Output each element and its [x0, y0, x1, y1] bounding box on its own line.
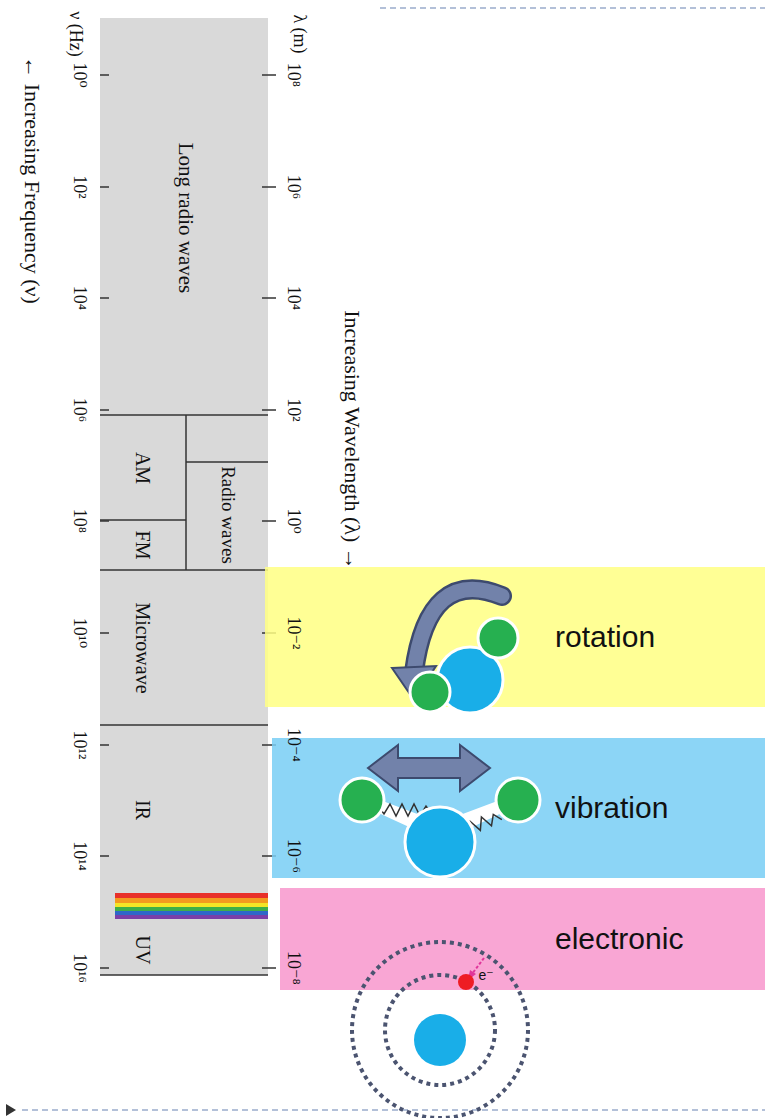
wavelength-tick: 10⁻² [285, 617, 303, 650]
wavelength-tick: 10⁻⁴ [285, 728, 303, 762]
band-dividers [100, 415, 268, 975]
region-name: IR [133, 800, 153, 820]
axis-ticks [100, 75, 276, 968]
axis-unit: ν (Hz) [67, 11, 85, 57]
wavelength-tick: 10⁸ [285, 63, 303, 87]
region-name: Long radio waves [175, 143, 196, 293]
frequency-tick: 10² [71, 175, 89, 198]
wavelength-tick: 10² [285, 398, 303, 421]
atom-illustration [352, 942, 528, 1118]
wavelength-tick: 10⁰ [285, 508, 303, 533]
vibration-illustration [340, 745, 540, 877]
region-name: Radio waves [219, 466, 238, 564]
energy-band: electronic [280, 888, 765, 990]
slide-marker [6, 1104, 16, 1116]
rotation-illustration [392, 589, 518, 713]
region-name: Microwave [133, 602, 153, 693]
frequency-tick: 10¹² [71, 731, 89, 760]
frequency-tick: 10⁰ [71, 62, 89, 87]
band-label: vibration [555, 791, 668, 825]
region-name: AM [133, 452, 153, 484]
frequency-tick: 10⁴ [71, 286, 89, 310]
axis-unit: λ (m) [291, 14, 309, 53]
frame-line [380, 7, 765, 9]
frequency-tick: 10⁶ [71, 398, 89, 422]
band-label: electronic [555, 922, 683, 956]
axis-title: ← Increasing Frequency (ν) [21, 56, 43, 304]
frequency-tick: 10¹⁰ [71, 618, 89, 649]
frequency-tick: 10⁸ [71, 509, 89, 533]
region-name: UV [133, 936, 153, 965]
wavelength-tick: 10⁻⁶ [285, 839, 303, 873]
wavelength-tick: 10⁴ [285, 286, 303, 310]
wavelength-tick: 10⁻⁸ [285, 951, 303, 985]
band-label: rotation [555, 620, 655, 654]
visible-rainbow [115, 893, 268, 919]
wavelength-tick: 10⁶ [285, 175, 303, 199]
region-name: FM [133, 531, 153, 560]
axis-title: Increasing Wavelength (λ) → [341, 310, 363, 570]
frame-line [22, 1109, 765, 1111]
spectrum-bar [100, 18, 268, 975]
frequency-tick: 10¹⁶ [71, 953, 89, 983]
frequency-tick: 10¹⁴ [71, 841, 89, 871]
electron-label: e⁻ [478, 968, 493, 982]
